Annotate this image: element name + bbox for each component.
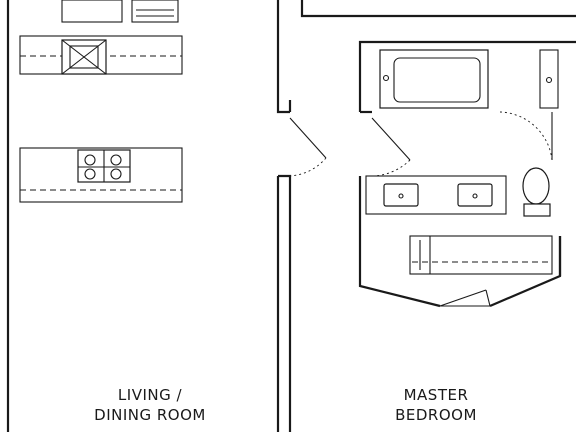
kitchen-island-sink — [19, 35, 183, 75]
master-bedroom-label-line1: MASTER — [404, 386, 469, 404]
toilet — [522, 167, 551, 217]
bathtub — [379, 49, 489, 109]
living-room-label-line2: DINING ROOM — [94, 406, 206, 424]
shower — [539, 49, 559, 109]
closet-door-arc — [499, 111, 553, 161]
double-vanity — [365, 175, 507, 215]
closet-shelving — [409, 235, 553, 275]
bathroom-door — [371, 117, 411, 177]
bifold-door — [439, 289, 491, 307]
walls — [6, 0, 576, 432]
living-room-label-line1: LIVING / — [118, 386, 183, 404]
master-bedroom-label-line2: BEDROOM — [395, 406, 477, 424]
kitchen-counter-top — [61, 0, 179, 23]
kitchen-counter-cooktop — [19, 147, 183, 203]
bedroom-door — [289, 117, 327, 177]
